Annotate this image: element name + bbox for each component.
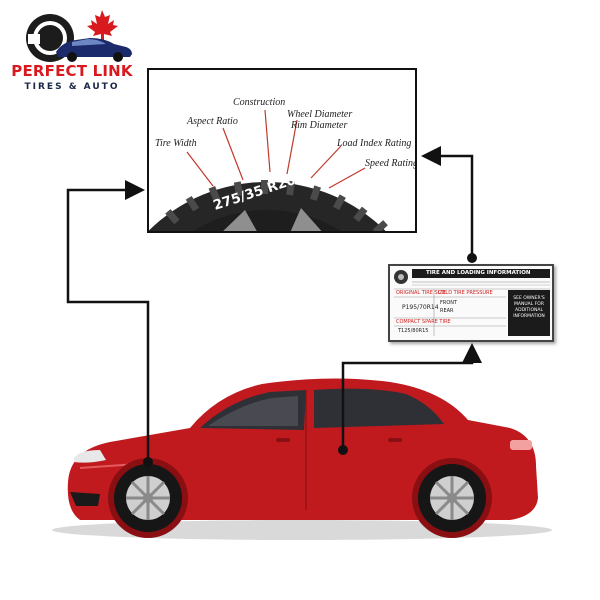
placard-front-label: FRONT [440,300,458,306]
tire-sidewall-panel: 275/35 R20 103Y Tire Width Aspect Ratio … [147,68,417,233]
sports-car-icon [56,38,132,62]
placard-graphic [394,269,550,336]
rear-door-handle [388,438,402,442]
placard-title: TIRE AND LOADING INFORMATION [426,270,531,276]
tire-info-placard: TIRE AND LOADING INFORMATION ORIGINAL TI… [388,264,554,342]
maple-leaf-icon [87,10,118,42]
placard-note: SEE OWNER'S MANUAL FOR ADDITIONAL INFORM… [513,296,545,320]
brand-name: PERFECT LINK [11,62,133,80]
front-grille [70,492,100,506]
brand-logo [6,6,146,96]
callout-lines [186,109,366,189]
placard-rear-label: REAR [440,308,454,314]
dot-placard [467,253,477,263]
tire-illustration: 275/35 R20 103Y [149,109,388,231]
callout-rim-diameter: Rim Diameter [291,120,348,131]
front-wheel [108,458,188,538]
callout-tire-width: Tire Width [155,138,197,149]
tail-light [510,440,532,450]
placard-cold-pressure-label: COLD TIRE PRESSURE [438,290,493,296]
placard-size-value: P195/70R14 [402,304,439,311]
tread-blocks [165,180,388,231]
arrow-placard-to-tire [421,146,474,258]
callout-speed-rating: Speed Rating [365,158,417,169]
rear-wheel [412,458,492,538]
placard-note-box [508,290,550,336]
red-sedan [52,378,552,540]
front-door-handle [276,438,290,442]
callout-construction: Construction [233,97,286,108]
placard-compact-label: COMPACT SPARE TIRE [396,319,451,325]
callout-load-index: Load Index Rating [337,138,412,149]
callout-wheel-diameter: Wheel Diameter [287,109,353,120]
placard-compact-value: T125/80R15 [398,328,429,334]
placard-original-size-label: ORIGINAL TIRE SIZE [396,290,446,296]
callout-aspect-ratio: Aspect Ratio [187,116,238,127]
tire-outer [149,182,386,231]
logo-graphic [26,10,132,62]
tire-icon [26,14,74,62]
brand-tagline: TIRES & AUTO [24,82,120,92]
